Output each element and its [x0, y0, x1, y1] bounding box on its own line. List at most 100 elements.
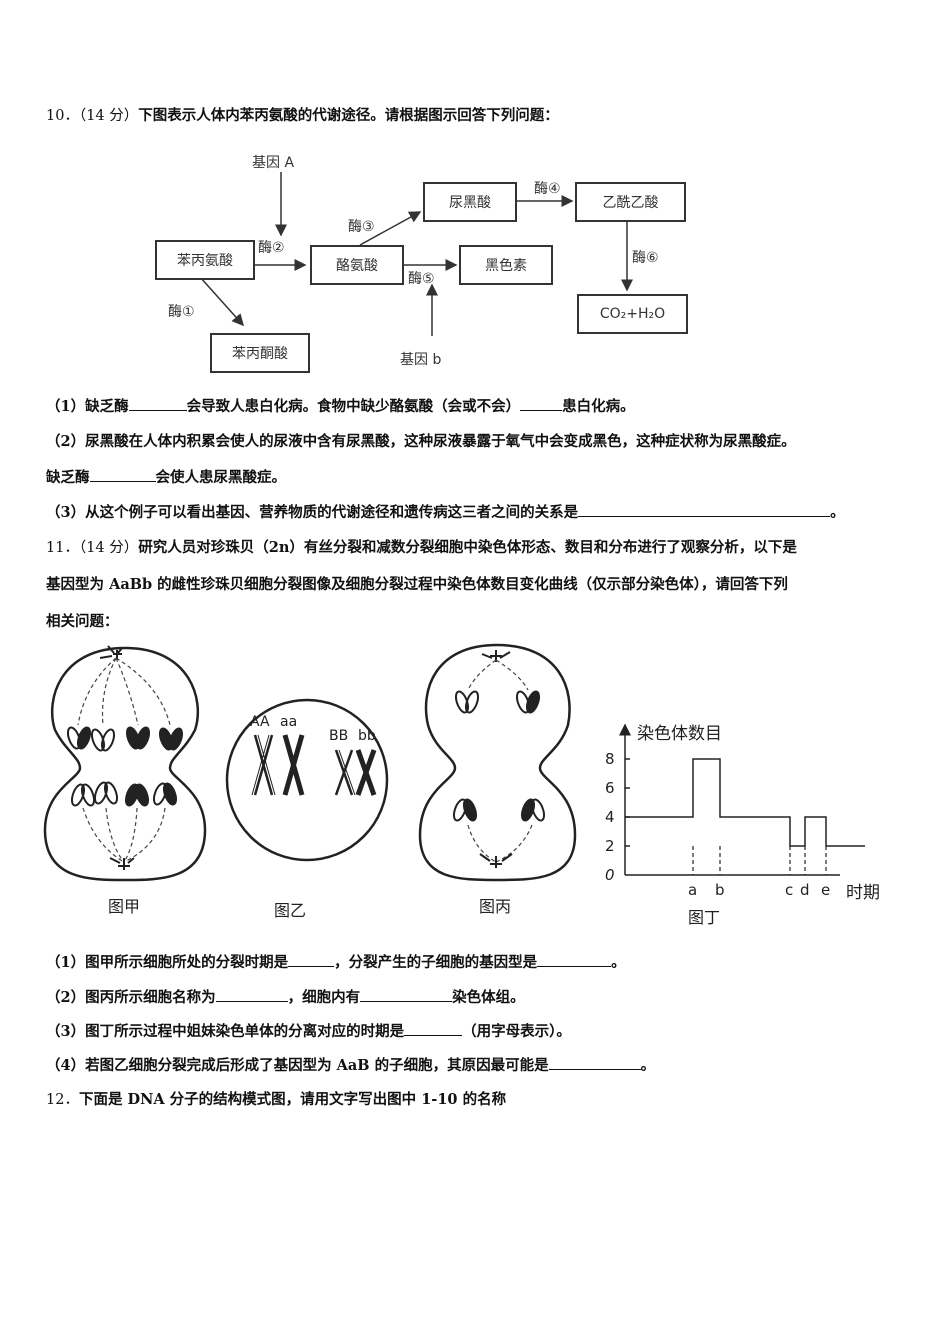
- q10-sub1: （1）缺乏酶 会导致人患白化病。食物中缺少酪氨酸（会或不会） 患白化病。: [46, 395, 635, 416]
- yi-chromosome-aa: [282, 734, 305, 796]
- q11-sub1-text-b: ，分裂产生的子细胞的基因型是: [334, 954, 538, 971]
- q11-line3: 相关问题：: [46, 610, 119, 631]
- q11-line2-c: 的雌性珍珠贝细胞分裂图像及细胞分裂过程中染色体数目变化曲线（仅示部分染色体），请…: [152, 576, 788, 593]
- q11-line1-b: 2n: [268, 539, 290, 556]
- acetoacetic-box: 乙酰乙酸: [575, 182, 686, 222]
- yi-label-AA: AA: [250, 714, 270, 730]
- q10-sub3-text-a: （3）从这个例子可以看出基因、营养物质的代谢途径和遗传病这三者之间的关系是: [46, 504, 579, 521]
- q11-sub1: （1）图甲所示细胞所处的分裂时期是 ，分裂产生的子细胞的基因型是 。: [46, 951, 626, 972]
- figure-yi: AA aa BB bb: [225, 698, 389, 862]
- q10-prompt: 下图表示人体内苯丙氨酸的代谢途径。请根据图示回答下列问题：: [138, 107, 559, 124]
- chart-xlabel: 时期: [846, 883, 880, 903]
- chart-ytick-label: 4: [605, 808, 615, 826]
- bing-centriole-bottom: [479, 853, 513, 868]
- chart-xtick-label: c: [785, 881, 793, 899]
- phenylpyruvic-box: 苯丙酮酸: [210, 333, 310, 373]
- q11-sub3-text-b: （用字母表示）。: [462, 1023, 571, 1040]
- q10-sub1-blank-2[interactable]: [520, 396, 563, 411]
- q11-sub4-text-a: （4）若图乙细胞分裂完成后形成了基因型为: [46, 1057, 337, 1074]
- q11-sub4-blank[interactable]: [548, 1055, 641, 1070]
- q11-score: （14 分）: [78, 540, 139, 556]
- q11-sub2-blank-2[interactable]: [360, 987, 453, 1002]
- caption-yi: 图乙: [274, 901, 306, 920]
- enzyme3-label: 酶③: [348, 219, 375, 235]
- q12-text-e: 的名称: [457, 1091, 507, 1108]
- q11-sub4: （4）若图乙细胞分裂完成后形成了基因型为 AaB 的子细胞，其原因最可能是。: [46, 1054, 655, 1075]
- bing-chromosomes-top: [454, 690, 541, 714]
- q11-line3-text: 相关问题：: [46, 613, 119, 630]
- q12-text-c: 分子的结构模式图，请用文字写出图中: [164, 1091, 422, 1108]
- q12-line: 12．下面是 DNA 分子的结构模式图，请用文字写出图中 1-10 的名称: [46, 1088, 506, 1109]
- q11-sub1-text-a: （1）图甲所示细胞所处的分裂时期是: [46, 954, 289, 971]
- jia-spindle-bottom: [82, 807, 166, 863]
- enzyme5-label: 酶⑤: [408, 271, 435, 287]
- chart-xtick-label: b: [715, 881, 725, 899]
- gene-b-label: 基因 b: [400, 352, 442, 368]
- q12-text-b: DNA: [127, 1091, 165, 1108]
- chart-ytick-label: 6: [605, 779, 615, 797]
- chart-xtick-label: d: [800, 881, 810, 899]
- q10-sub1-text-a: （1）缺乏酶: [46, 398, 129, 415]
- yi-chromosome-AA: [251, 734, 276, 796]
- q11-sub3: （3）图丁所示过程中姐妹染色单体的分离对应的时期是 （用字母表示）。: [46, 1020, 571, 1041]
- pathway-arrows: [199, 172, 633, 336]
- q11-sub4-text-c: 的子细胞，其原因最可能是: [369, 1057, 549, 1074]
- jia-centriole-bottom: [109, 857, 135, 870]
- q11-sub1-blank-2[interactable]: [537, 952, 612, 967]
- jia-chromosomes-bottom: [70, 781, 178, 807]
- co2-h2o-box: CO₂+H₂O: [577, 294, 688, 334]
- homogentisic-box: 尿黑酸: [423, 182, 517, 222]
- yi-chromosome-BB: [334, 749, 356, 796]
- jia-chromosomes-top: [66, 726, 184, 752]
- yi-chromosome-bb: [355, 749, 377, 796]
- q10-sub3: （3）从这个例子可以看出基因、营养物质的代谢途径和遗传病这三者之间的关系是 。: [46, 501, 845, 522]
- q10-sub2-text-b: 缺乏酶: [46, 469, 90, 486]
- cell-figures: AA aa BB bb 染色体数目: [43, 643, 880, 927]
- q10-sub1-blank-1[interactable]: [128, 396, 187, 411]
- q10-sub3-blank[interactable]: [578, 502, 831, 517]
- q10-sub2: （2）尿黑酸在人体内积累会使人的尿液中含有尿黑酸，这种尿液暴露于氧气中会变成黑色…: [46, 430, 796, 451]
- q11-sub4-text-d: 。: [640, 1057, 656, 1074]
- q11-sub2-text-a: （2）图丙所示细胞名称为: [46, 989, 216, 1006]
- chart-ylabel: 染色体数目: [637, 724, 722, 744]
- q11-sub2-text-c: 染色体组。: [452, 989, 525, 1006]
- q11-line1-c: ）有丝分裂和减数分裂细胞中染色体形态、数目和分布进行了观察分析，以下是: [289, 539, 797, 556]
- caption-bing: 图丙: [479, 897, 511, 916]
- q11-line1: 11．（14 分）研究人员对珍珠贝（2n）有丝分裂和减数分裂细胞中染色体形态、数…: [46, 536, 797, 557]
- q11-sub3-blank[interactable]: [404, 1021, 463, 1036]
- pathway-diagram: 基因 A 酶② 苯丙氨酸 酶① 苯丙酮酸 酶③ 酪氨酸 尿黑酸 酶⑤ 黑色素 基…: [0, 0, 950, 400]
- q11-sub3-text-a: （3）图丁所示过程中姐妹染色单体的分离对应的时期是: [46, 1023, 405, 1040]
- q10-sub1-text-b: 会导致人患白化病。食物中缺少酪氨酸（会或不会）: [186, 398, 521, 415]
- enzyme4-label: 酶④: [534, 181, 561, 197]
- gene-a-label: 基因 A: [252, 155, 295, 171]
- q11-sub2-blank-1[interactable]: [215, 987, 288, 1002]
- q10-sub2-text-c: 会使人患尿黑酸症。: [155, 469, 287, 486]
- q11-sub1-blank-1[interactable]: [288, 952, 335, 967]
- enzyme2-label: 酶②: [258, 240, 285, 256]
- q12-text-d: 1-10: [421, 1091, 458, 1108]
- chart-ytick-label: 0: [605, 866, 615, 884]
- enzyme6-label: 酶⑥: [632, 250, 659, 266]
- q11-sub1-text-c: 。: [611, 954, 626, 971]
- caption-jia: 图甲: [108, 897, 140, 916]
- q10-number: 10．: [46, 108, 79, 124]
- jia-cell-outline: [43, 646, 207, 882]
- q11-line1-a: 研究人员对珍珠贝（: [138, 539, 269, 556]
- bing-cell-outline: [418, 643, 577, 882]
- q10-sub1-text-c: 患白化病。: [562, 398, 635, 415]
- q11-sub2-text-b: ，细胞内有: [287, 989, 361, 1006]
- yi-label-bb: bb: [358, 728, 376, 744]
- arrow-tyr-homogentisic: [359, 211, 422, 246]
- enzyme1-label: 酶①: [168, 304, 195, 320]
- chart-xtick-label: a: [688, 881, 697, 899]
- chart-xtick-label: e: [821, 881, 830, 899]
- q10-sub2-blank[interactable]: [89, 467, 156, 482]
- bing-centriole-top: [481, 650, 511, 662]
- jia-spindle-top: [77, 657, 171, 726]
- bing-spindle-bottom: [467, 824, 533, 863]
- yi-cell-outline: [225, 698, 389, 862]
- q10-sub3-text-b: 。: [830, 504, 845, 521]
- figure-bing: [418, 643, 577, 882]
- tyrosine-box: 酪氨酸: [310, 245, 404, 285]
